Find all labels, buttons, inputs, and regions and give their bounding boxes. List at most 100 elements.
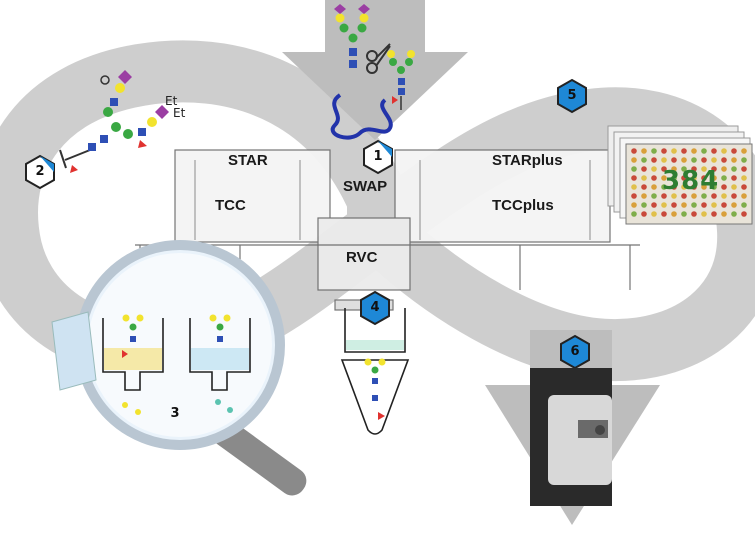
plate-well (671, 193, 677, 199)
plate-well (641, 193, 647, 199)
plate-well (681, 175, 687, 181)
plate-well (631, 166, 637, 172)
plate-well (701, 175, 707, 181)
plate-wells (631, 148, 747, 217)
plate-well (651, 175, 657, 181)
plate-well (721, 193, 727, 199)
plate-well (691, 166, 697, 172)
plate-well (721, 148, 727, 154)
plate-well (741, 193, 747, 199)
plate-well (641, 184, 647, 190)
plate-well (651, 148, 657, 154)
plate-well (661, 193, 667, 199)
plate-well (721, 211, 727, 217)
step-3: 3 (170, 406, 180, 421)
plate-well (711, 157, 717, 163)
plate-count-label: 384 (662, 166, 720, 196)
plate-well (691, 184, 697, 190)
plate-well (711, 184, 717, 190)
mass-spectrometer (530, 368, 612, 506)
plate-well (681, 184, 687, 190)
plate-well (641, 211, 647, 217)
plate-well (631, 193, 637, 199)
plate-well (711, 166, 717, 172)
plate-well (691, 202, 697, 208)
plate-well (631, 175, 637, 181)
plate-well (731, 157, 737, 163)
plate-well (681, 166, 687, 172)
plate-well (721, 157, 727, 163)
elution-tube (340, 308, 410, 435)
plate-well (731, 166, 737, 172)
plate-well (711, 202, 717, 208)
plate-well (651, 157, 657, 163)
plate-well (701, 184, 707, 190)
spin-column-right (189, 318, 251, 391)
plate-well (661, 157, 667, 163)
plate-well (631, 202, 637, 208)
plate-well (741, 184, 747, 190)
plate-well (681, 193, 687, 199)
plate-well (731, 193, 737, 199)
plate-well (671, 157, 677, 163)
plate-well (661, 175, 667, 181)
column-glycans (122, 314, 233, 415)
label-star: STAR (228, 152, 268, 169)
glycan-structure-icon (59, 70, 169, 173)
plate-well (721, 184, 727, 190)
plate-well (691, 193, 697, 199)
step-2: 2 (35, 164, 45, 179)
plate-well (631, 184, 637, 190)
plate-well (741, 202, 747, 208)
plate-well (711, 175, 717, 181)
plate-well (741, 148, 747, 154)
plate-well (731, 184, 737, 190)
plate-well (681, 148, 687, 154)
plate-well (671, 202, 677, 208)
plate-well (711, 148, 717, 154)
label-et-1: Et (165, 94, 178, 108)
label-et-2: Et (173, 106, 186, 120)
plate-well (691, 148, 697, 154)
plate-well (731, 148, 737, 154)
plate-well (681, 202, 687, 208)
step-4: 4 (370, 300, 380, 315)
step-5: 5 (567, 88, 577, 103)
plate-well (641, 175, 647, 181)
robot-workstation (135, 149, 640, 311)
plate-well (701, 166, 707, 172)
plate-well (711, 211, 717, 217)
plate-well (741, 157, 747, 163)
plate-well (691, 211, 697, 217)
scissors-icon (366, 43, 391, 74)
plate-well (631, 211, 637, 217)
plate-well (701, 211, 707, 217)
plate-well (701, 148, 707, 154)
label-tccplus: TCCplus (492, 197, 554, 214)
plate-well (641, 157, 647, 163)
plate-well (681, 157, 687, 163)
magnifier-icon (75, 240, 307, 496)
plate-well (671, 166, 677, 172)
plate-well (701, 202, 707, 208)
plate-well (631, 148, 637, 154)
glycan-protein-icon (330, 4, 415, 140)
step-1: 1 (373, 149, 383, 164)
plate-well (731, 202, 737, 208)
plate-well (741, 211, 747, 217)
plate-well (661, 184, 667, 190)
plate-well (651, 202, 657, 208)
plate-well (691, 175, 697, 181)
plate-well (711, 193, 717, 199)
plate-well (661, 211, 667, 217)
plate-well (641, 166, 647, 172)
plate-well (661, 166, 667, 172)
label-rvc: RVC (346, 249, 378, 266)
plate-well (671, 175, 677, 181)
plate-well (731, 175, 737, 181)
plate-well (741, 175, 747, 181)
plate-well (651, 211, 657, 217)
plate-well (701, 193, 707, 199)
plate-well (731, 211, 737, 217)
